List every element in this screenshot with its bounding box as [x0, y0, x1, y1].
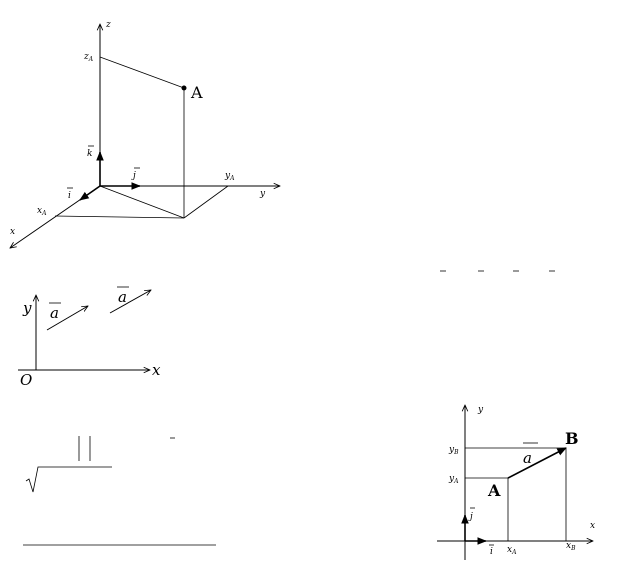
point-A-marker [181, 85, 187, 91]
unit-j-label: j [131, 171, 136, 181]
stray-dashes [170, 270, 555, 439]
figure-vector-ab: y x a A B yB yA xA xB j i [437, 405, 595, 560]
vector-a-1 [46, 306, 88, 331]
vector-AB [507, 447, 567, 479]
xB-label: xB [566, 541, 576, 552]
yA-label-ab: yA [448, 474, 459, 485]
x-axis-2d-label: x [152, 361, 161, 379]
y-axis-2d-label: y [22, 299, 32, 317]
origin-label: O [20, 371, 32, 389]
y-axis-ab-label: y [477, 405, 484, 415]
vector-a-2 [109, 290, 151, 314]
vector-a-2-label: a [118, 288, 127, 306]
point-A-label: A [190, 83, 203, 102]
vector-a-1-label: a [50, 304, 59, 322]
unit-i-vector [79, 185, 101, 201]
vector-AB-label: a [523, 449, 532, 467]
point-A-ab-label: A [487, 481, 501, 500]
figure-3d-coordinates: z y x A zA yA xA k j i [10, 20, 280, 248]
zA-label: zA [83, 52, 94, 63]
xA-label: xA [37, 206, 47, 217]
z-axis-label: z [105, 20, 111, 30]
sqrt-sign [25, 466, 112, 493]
unit-j-ab-label: j [468, 512, 473, 522]
yB-label: yB [448, 445, 459, 456]
xA-label-ab: xA [507, 545, 517, 556]
x-axis-label: x [10, 227, 15, 237]
x-axis-ab-label: x [590, 521, 595, 531]
unit-i-label: i [68, 191, 71, 201]
formula-placeholder [23, 436, 216, 546]
figure-2d-equal-vectors: y x O a a [18, 286, 161, 389]
unit-k-label: k [87, 149, 92, 159]
yA-projection [183, 185, 229, 219]
yA-label: yA [224, 171, 235, 182]
zA-projection [99, 56, 185, 89]
xA-projection [54, 215, 185, 219]
y-axis-label: y [259, 189, 266, 199]
unit-i-ab-label: i [490, 547, 493, 557]
point-B-ab-label: B [565, 429, 579, 448]
origin-to-footprint [99, 185, 185, 219]
